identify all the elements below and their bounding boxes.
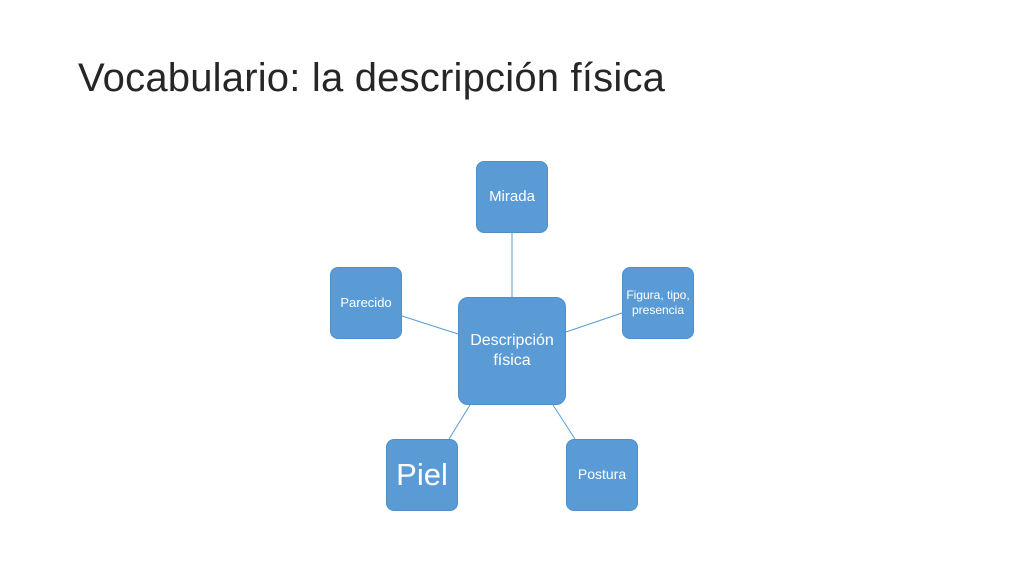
branch-node-label: Parecido (340, 294, 392, 310)
branch-node-label: Piel (396, 456, 448, 492)
branch-node-mirada: Mirada (476, 161, 548, 233)
branch-node-parecido: Parecido (330, 267, 402, 339)
branch-node-label: Mirada (489, 187, 535, 205)
connector-parecido (401, 315, 459, 335)
connector-postura (552, 404, 576, 440)
connector-piel (448, 404, 471, 440)
branch-node-postura: Postura (566, 439, 638, 511)
slide-title: Vocabulario: la descripción física (78, 56, 666, 100)
connector-figura (565, 312, 623, 333)
branch-node-piel: Piel (386, 439, 458, 511)
branch-node-label: Postura (577, 466, 627, 483)
center-node-label: Descripción física (470, 332, 554, 369)
branch-node-label: Figura, tipo, presencia (626, 288, 690, 317)
branch-node-figura: Figura, tipo, presencia (622, 267, 694, 339)
center-node-descripcion-fisica: Descripción física (458, 297, 566, 405)
